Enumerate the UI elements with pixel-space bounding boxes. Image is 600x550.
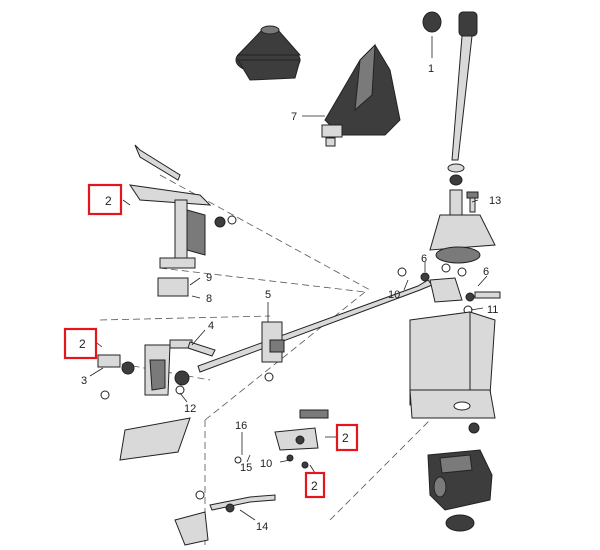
highlight-box-b: [63, 327, 98, 360]
highlighted-callouts: 2 2 2 2: [63, 183, 359, 499]
bolt-13-part: [466, 191, 479, 213]
highlight-box-d: [304, 471, 326, 499]
callout-12: 12: [184, 403, 196, 415]
callout-13: 13: [489, 195, 501, 207]
callout-4: 4: [208, 320, 214, 332]
highlight-box-c: [335, 423, 359, 452]
upper-bracket-part: [128, 144, 237, 297]
selector-housing-part: [427, 449, 493, 532]
gasket-part: [119, 417, 191, 461]
callout-2d: 2: [311, 479, 318, 493]
mounting-plate-part: [409, 311, 496, 434]
small-boot-part: [235, 25, 302, 81]
lower-linkage-part: [174, 409, 329, 546]
callout-11: 11: [487, 304, 498, 316]
callout-2c: 2: [342, 431, 349, 445]
callout-2b: 2: [79, 337, 86, 351]
callout-3: 3: [81, 375, 87, 387]
leader-lines: [89, 36, 488, 521]
callout-14: 14: [256, 521, 268, 533]
callout-16: 16: [235, 420, 247, 432]
shift-lever-part: [429, 11, 496, 277]
shift-knob-part: [422, 11, 442, 33]
shift-boot-part: [321, 43, 401, 147]
lower-left-bracket-part: [97, 339, 216, 400]
callout-15: 15: [240, 462, 252, 474]
callout-9: 9: [206, 272, 212, 284]
callout-6b: 6: [483, 266, 489, 278]
callout-numbers: 1 7 5 4 9 8 3 12 13 6 6 11 10 16 15 10 1…: [81, 63, 501, 533]
callout-2a: 2: [105, 194, 112, 208]
callout-6a: 6: [421, 253, 427, 265]
callout-10a: 10: [388, 289, 400, 301]
callout-5: 5: [265, 289, 271, 301]
callout-7: 7: [291, 111, 297, 123]
highlight-box-a: [87, 183, 123, 216]
rod-end-hardware-part: [397, 267, 501, 315]
callout-10b: 10: [260, 458, 272, 470]
callout-8: 8: [206, 293, 212, 305]
callout-1: 1: [428, 63, 434, 75]
